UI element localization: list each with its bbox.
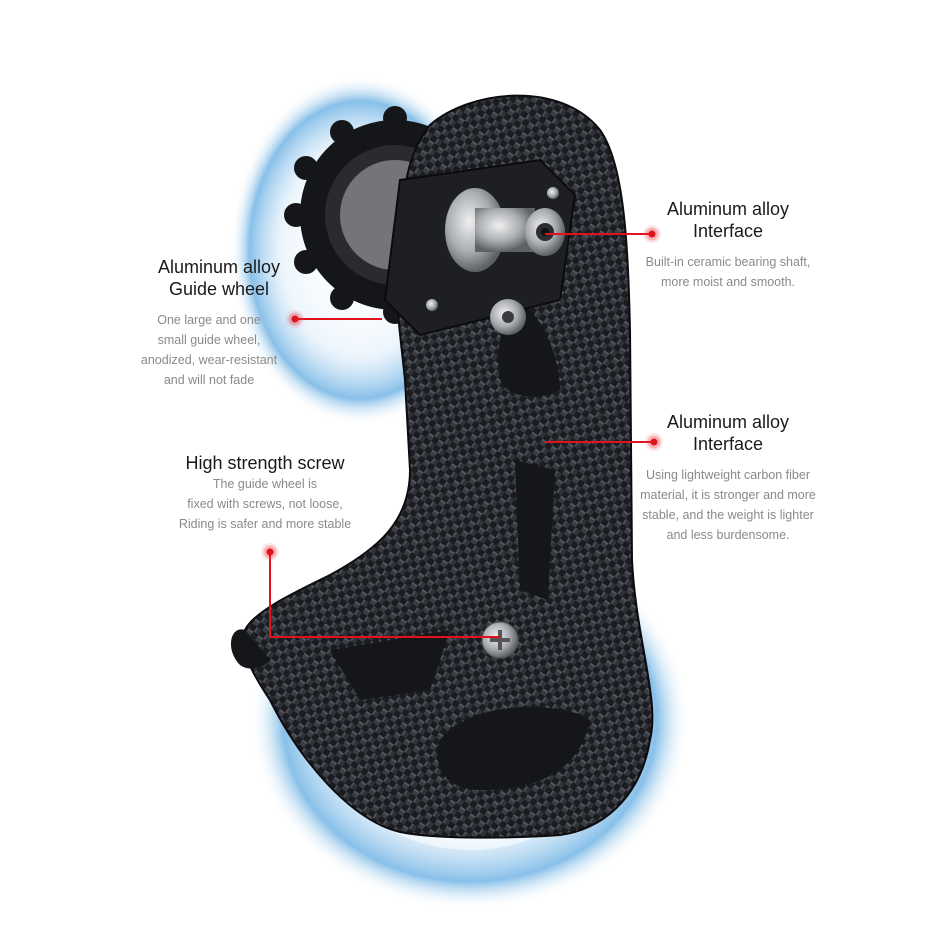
callout-title: Guide wheel bbox=[168, 279, 270, 299]
callout-title: Aluminum alloy bbox=[666, 412, 790, 432]
callout-interface-top: Aluminum alloy Interface Built-in cerami… bbox=[628, 198, 828, 292]
callout-dot-icon bbox=[643, 225, 661, 243]
callout-title: High strength screw bbox=[185, 453, 345, 473]
callout-desc-line: small guide wheel, bbox=[157, 333, 261, 347]
callout-desc-line: Built-in ceramic bearing shaft, bbox=[645, 255, 811, 269]
screw-icon bbox=[481, 621, 519, 659]
callout-title: Aluminum alloy bbox=[157, 257, 281, 277]
callout-desc-line: Riding is safer and more stable bbox=[178, 517, 352, 531]
callout-desc-line: fixed with screws, not loose, bbox=[187, 497, 343, 511]
callout-desc-line: and less burdensome. bbox=[666, 528, 790, 542]
callout-desc-line: anodized, wear-resistant bbox=[140, 353, 278, 367]
callout-desc-line: and will not fade bbox=[163, 373, 255, 387]
callout-desc-line: One large and one bbox=[157, 313, 261, 327]
callout-interface-mid: Aluminum alloy Interface Using lightweig… bbox=[628, 411, 828, 545]
callout-desc-line: Using lightweight carbon fiber bbox=[646, 468, 810, 482]
callout-title: Interface bbox=[692, 221, 764, 241]
callout-title: Interface bbox=[692, 434, 764, 454]
callout-title: Aluminum alloy bbox=[666, 199, 790, 219]
callout-desc-line: material, it is stronger and more bbox=[640, 488, 816, 502]
callout-desc-line: The guide wheel is bbox=[212, 477, 318, 491]
leader-lines bbox=[269, 233, 654, 638]
callout-guide-wheel: Aluminum alloy Guide wheel One large and… bbox=[128, 256, 310, 390]
callout-desc-line: more moist and smooth. bbox=[660, 275, 796, 289]
callout-screw: High strength screw The guide wheel is f… bbox=[155, 452, 375, 534]
callout-dot-icon bbox=[645, 433, 663, 451]
tension-bolt-icon bbox=[490, 299, 526, 335]
callout-dot-icon bbox=[286, 310, 304, 328]
axle-shaft-icon bbox=[445, 188, 565, 272]
callout-dot-icon bbox=[261, 543, 279, 561]
callout-desc-line: stable, and the weight is lighter bbox=[642, 508, 814, 522]
